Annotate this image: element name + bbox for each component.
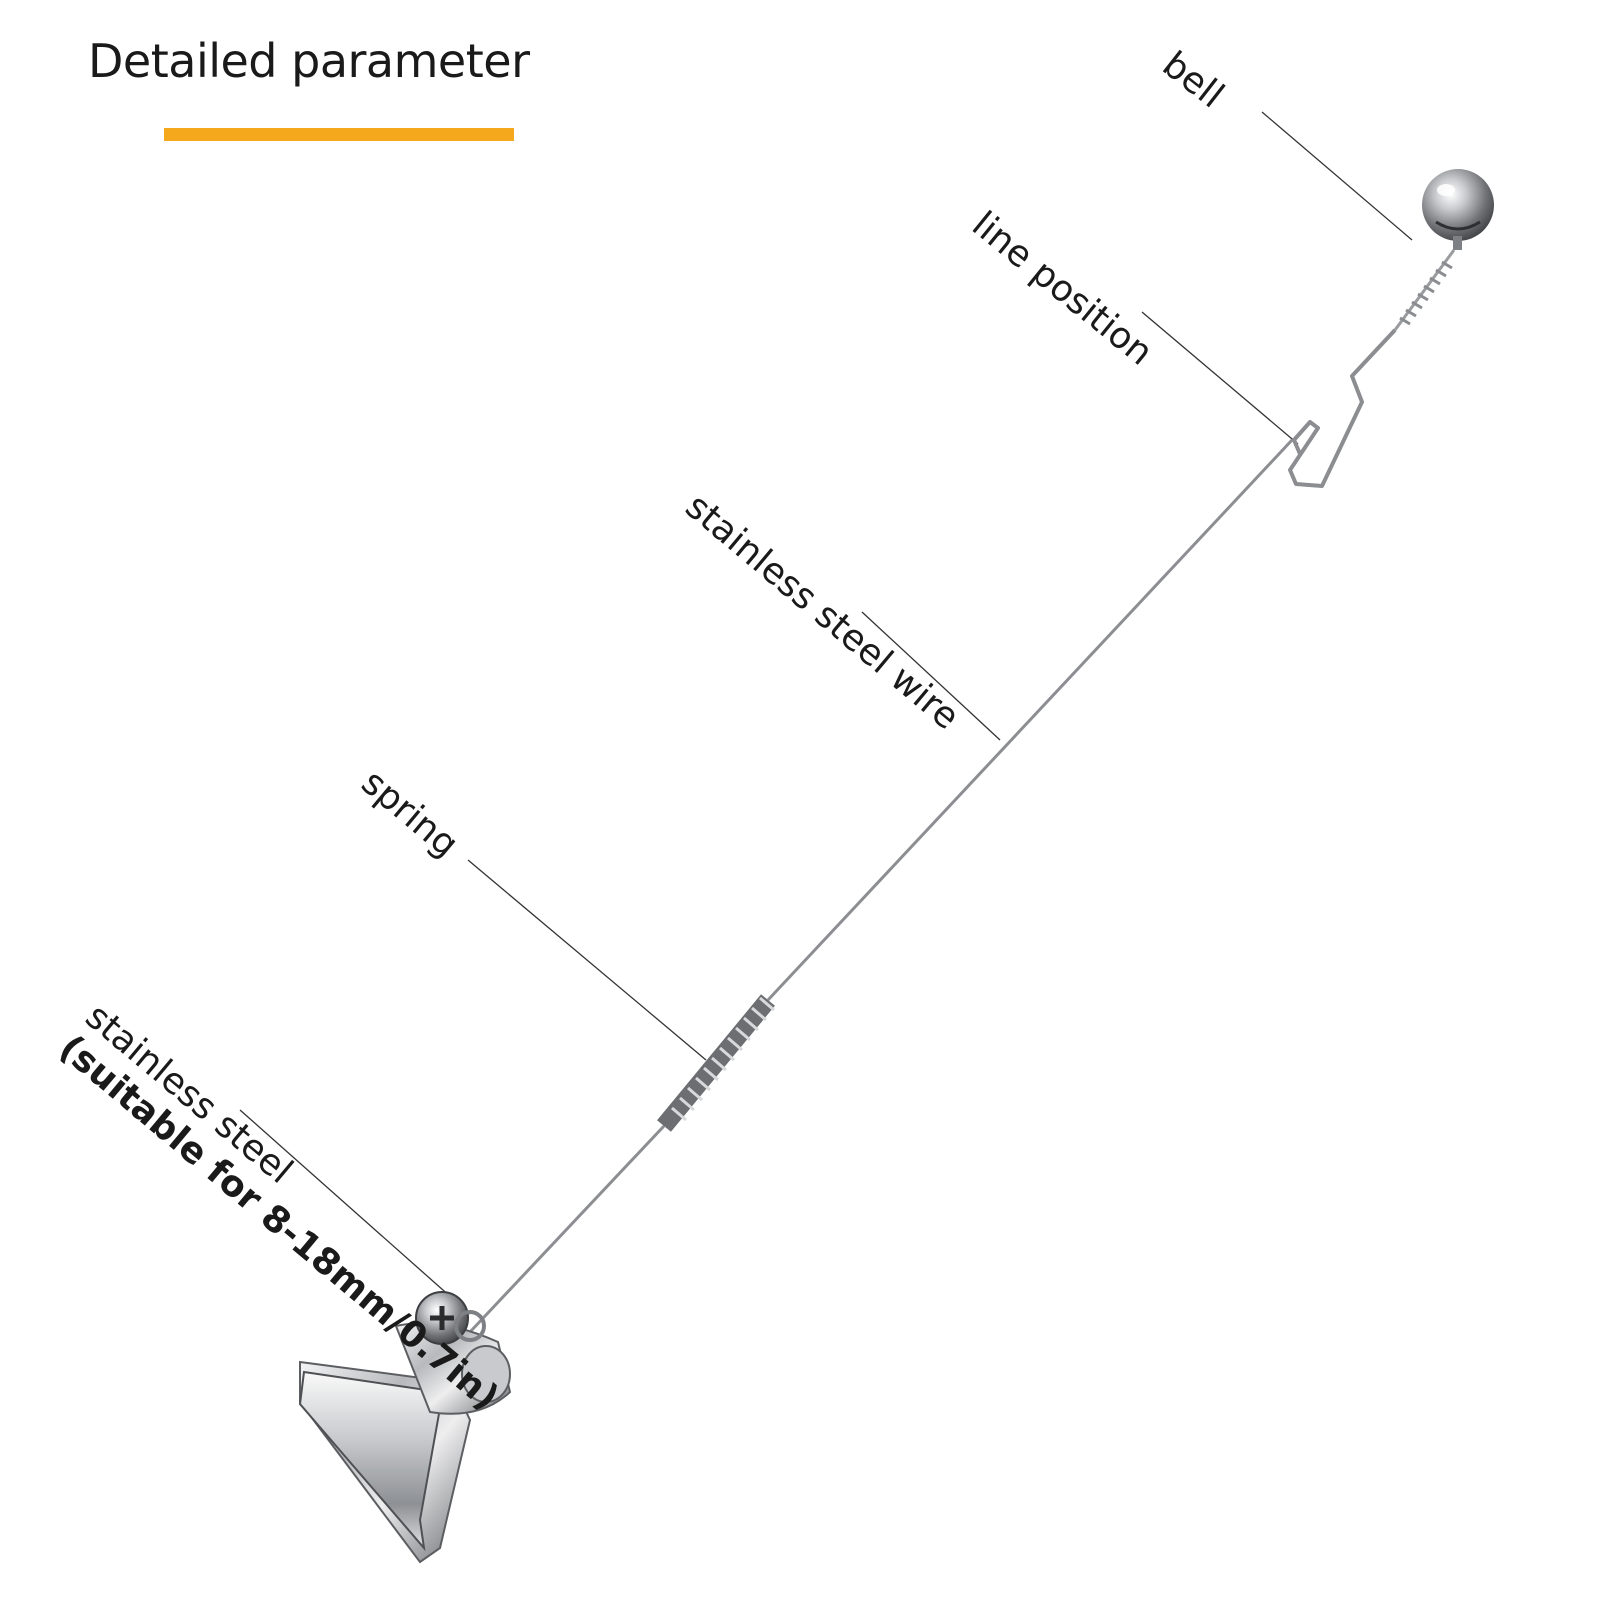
title-accent-bar: [164, 128, 514, 141]
line-position-leader-line: [1141, 311, 1299, 445]
leader-lines: [239, 111, 1413, 1315]
bell-leader-line: [1261, 111, 1413, 241]
bell-icon: [1422, 169, 1494, 250]
page-title: Detailed parameter: [88, 34, 530, 88]
line-hook-icon: [1288, 328, 1397, 488]
spring-icon: [657, 994, 775, 1132]
steel-wire-icon: [468, 438, 1294, 1334]
clip-icon: [298, 1291, 512, 1564]
bell-coil-icon: [1393, 249, 1456, 331]
wire-leader-line: [861, 611, 1001, 741]
clip-leader-line: [239, 1109, 471, 1315]
spring-leader-line: [467, 859, 707, 1061]
